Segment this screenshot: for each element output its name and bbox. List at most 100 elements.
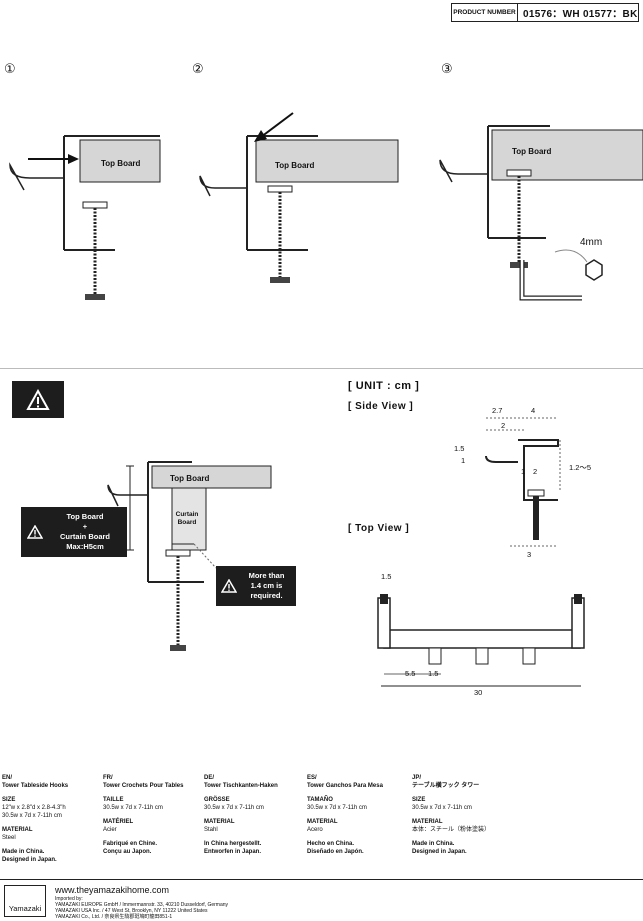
designed-in: Designed in Japan. xyxy=(412,849,467,855)
imported-by-label: Imported by: xyxy=(55,896,83,902)
material-value: Acier xyxy=(103,827,117,833)
importer-jp: YAMAZAKI Co., Ltd. / 奈良県生駒郡斑鳩町龍田851-1 xyxy=(55,914,173,920)
product-title: テーブル横フック タワー xyxy=(412,783,480,789)
lang-column-en: EN/ Tower Tableside Hooks SIZE 12"w x 2.… xyxy=(2,774,102,864)
designed-in: Entworfen in Japan. xyxy=(204,849,262,855)
made-in: Hecho en China. xyxy=(307,841,355,847)
size-label: SIZE xyxy=(2,797,16,803)
unit-title: [ UNIT : cm ] xyxy=(348,380,420,392)
top-view-clamp-right xyxy=(571,597,585,649)
designed-in: Diseñado en Japón. xyxy=(307,849,364,855)
step-3-diagram xyxy=(439,125,643,301)
section-divider xyxy=(0,368,643,369)
dim-4: 4 xyxy=(531,406,536,415)
dim-1.2-5: 1.2～5 xyxy=(569,463,592,472)
warning-triangle-icon xyxy=(26,388,50,410)
screw-knob xyxy=(85,294,105,300)
product-number-box: PRODUCT NUMBER 01576：WH 01577：BK xyxy=(451,3,639,22)
footer-rule xyxy=(0,879,643,880)
material-value: Stahl xyxy=(204,827,218,833)
product-title: Tower Tischkanten-Haken xyxy=(204,783,278,789)
hook-bracket-outline xyxy=(147,461,204,583)
wrench-size-label: 4mm xyxy=(580,237,603,248)
importer-info: Imported by: YAMAZAKI EUROPE GmbH / Imme… xyxy=(55,896,228,920)
size-value: 30.5w x 7d x 7-11h cm xyxy=(412,805,472,811)
required-line-2: 1.4 cm is xyxy=(250,581,283,590)
top-view-clamp-left xyxy=(377,597,391,649)
clamp-pad xyxy=(506,169,532,177)
dim-3: 3 xyxy=(527,550,532,559)
size-label: TAILLE xyxy=(103,797,124,803)
designed-in: Designed in Japan. xyxy=(2,857,57,863)
product-number-value: 01576：WH 01577：BK xyxy=(523,9,638,20)
lang-code: FR/ xyxy=(103,775,113,781)
material-label: MATERIAL xyxy=(307,819,338,825)
size-label: GRÖSSE xyxy=(204,797,230,803)
step-2-diagram xyxy=(199,112,399,283)
side-hook xyxy=(485,455,518,463)
arrow-head xyxy=(68,154,79,164)
material-label: MATERIAL xyxy=(204,819,235,825)
hook-arm xyxy=(439,159,488,183)
clamp-pad xyxy=(165,549,191,557)
lang-column-jp: JP/ テーブル横フック タワー SIZE 30.5w x 7d x 7-11h… xyxy=(412,774,512,856)
product-title: Tower Tableside Hooks xyxy=(2,783,69,789)
warning-top-board-label: Top Board xyxy=(170,474,210,483)
size-label: SIZE xyxy=(412,797,426,803)
side-view-title: [ Side View ] xyxy=(348,401,414,412)
material-value: Acero xyxy=(307,827,323,833)
curtain-board-label: Curtain Board xyxy=(175,511,199,526)
step-2-top-board-label: Top Board xyxy=(275,161,315,170)
side-view-drawing xyxy=(485,417,561,547)
made-in: Made in China. xyxy=(412,841,455,847)
lang-column-fr: FR/ Tower Crochets Pour Tables TAILLE 30… xyxy=(103,774,203,856)
clamp-pad xyxy=(82,201,108,209)
side-screw xyxy=(533,496,539,540)
slide-arrow xyxy=(260,112,294,138)
lang-column-de: DE/ Tower Tischkanten-Haken GRÖSSE 30.5w… xyxy=(204,774,304,856)
material-value: Steel xyxy=(2,835,16,841)
dim-1.5-bottom: 1.5 xyxy=(428,669,439,678)
hex-wrench-outline xyxy=(519,260,582,301)
required-line-1: More than xyxy=(248,571,285,580)
material-label: MATERIAL xyxy=(2,827,33,833)
clamp-max-height-diagram xyxy=(107,461,272,651)
size-label: TAMAÑO xyxy=(307,797,333,803)
top-board-shape xyxy=(255,139,399,183)
product-title: Tower Crochets Pour Tables xyxy=(103,783,184,789)
hook-bracket-outline xyxy=(487,125,550,239)
step-3-number: ③ xyxy=(441,61,453,76)
made-in: Made in China. xyxy=(2,849,45,855)
size-value: 30.5w x 7d x 7-11h cm xyxy=(307,805,367,811)
product-title: Tower Ganchos Para Mesa xyxy=(307,783,383,789)
dim-1.5-top: 1.5 xyxy=(381,572,392,581)
max-height-callout: Top Board + Curtain Board Max:H5cm xyxy=(21,507,127,557)
step-1-number: ① xyxy=(4,61,16,76)
dim-1-left: 1 xyxy=(461,456,466,465)
required-line-3: required. xyxy=(250,591,283,600)
top-view-hook-2 xyxy=(475,647,489,665)
top-view-title: [ Top View ] xyxy=(348,523,410,534)
gap-callout-line xyxy=(193,543,217,569)
size-value: 30.5w x 7d x 7-11h cm xyxy=(204,805,264,811)
top-board-shape xyxy=(491,129,643,181)
dim-2.7: 2.7 xyxy=(492,406,503,415)
gap-required-callout: More than 1.4 cm is required. xyxy=(216,566,296,606)
top-view-hook-3 xyxy=(522,647,536,665)
curtain-board-shape xyxy=(171,487,207,551)
step-1-top-board-label: Top Board xyxy=(101,159,141,168)
lang-code: EN/ xyxy=(2,775,13,781)
side-profile xyxy=(518,439,559,501)
lang-code: JP/ xyxy=(412,775,422,781)
importer-eu: YAMAZAKI EUROPE GmbH / Immermannstr. 33,… xyxy=(55,902,229,908)
importer-us: YAMAZAKI USA Inc. / 47 West St, Brooklyn… xyxy=(55,908,208,914)
made-in: In China hergestellt. xyxy=(204,841,262,847)
screw-knob xyxy=(270,277,290,283)
dim-2-top: 2 xyxy=(501,421,506,430)
website-link[interactable]: www.theyamazakihome.com xyxy=(55,885,170,895)
callout-line xyxy=(554,249,588,263)
material-label: MATERIAL xyxy=(412,819,443,825)
top-board-shape xyxy=(151,465,272,489)
lang-code: DE/ xyxy=(204,775,215,781)
lang-column-es: ES/ Tower Ganchos Para Mesa TAMAÑO 30.5w… xyxy=(307,774,407,856)
